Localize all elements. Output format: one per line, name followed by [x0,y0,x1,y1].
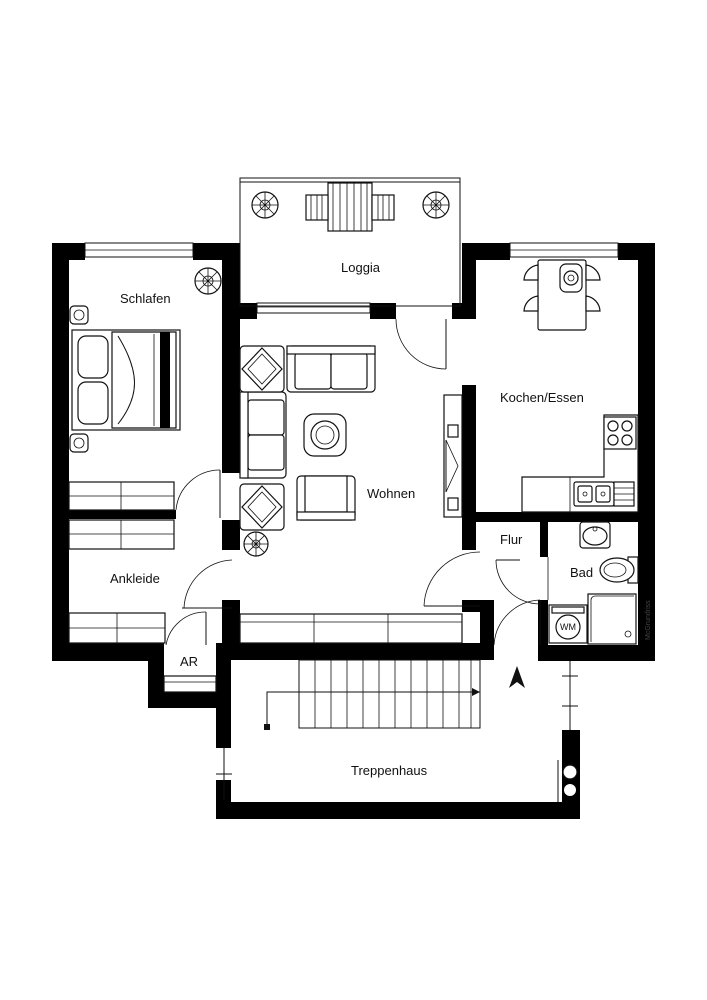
bedroom: Schlafen [68,242,222,518]
dressing-room: Ankleide [68,519,233,646]
staircase-icon [264,659,481,730]
room-label-flur: Flur [500,532,523,547]
sofa-icon [239,391,287,479]
room-label-kochen-essen: Kochen/Essen [500,390,584,405]
chimney-icon [562,764,578,796]
room-label-loggia: Loggia [341,260,381,275]
loggia: Loggia [239,177,461,370]
plant-icon [243,531,269,557]
walls [52,243,655,819]
table-icon [303,413,347,457]
armchair-icon [296,475,356,521]
north-arrow-icon [509,666,525,688]
kitchen-dining: Kochen/Essen [500,242,639,513]
room-label-ankleide: Ankleide [110,571,160,586]
plant-icon [422,191,450,219]
armchair-icon [239,483,285,531]
sink-icon [579,521,611,549]
table-icon [523,259,601,331]
sofa-icon [286,345,376,393]
plant-icon [251,191,279,219]
room-label-wohnen: Wohnen [367,486,415,501]
table-icon [305,182,395,232]
shower-icon [587,593,637,645]
armchair-icon [239,345,285,393]
hallway: Flur [493,532,541,646]
room-label-schlafen: Schlafen [120,291,171,306]
credit-label: McGrundriss [645,600,652,640]
toilet-icon [599,556,639,584]
room-label-treppenhaus: Treppenhaus [351,763,428,778]
room-label-ar: AR [180,654,198,669]
plant-icon [194,267,222,295]
stairwell: Treppenhaus [216,659,578,802]
washing-machine-icon: WM [548,604,588,644]
bed-icon [71,329,181,431]
cooktop-icon [603,416,637,450]
tv-unit [443,394,463,518]
bathroom: WM Bad McGrundriss [547,521,652,645]
room-label-bad: Bad [570,565,593,580]
living-room: Wohnen [239,345,481,644]
washing-machine-label: WM [560,622,576,632]
storage-room: AR [163,654,217,693]
sink-icon [573,481,635,507]
